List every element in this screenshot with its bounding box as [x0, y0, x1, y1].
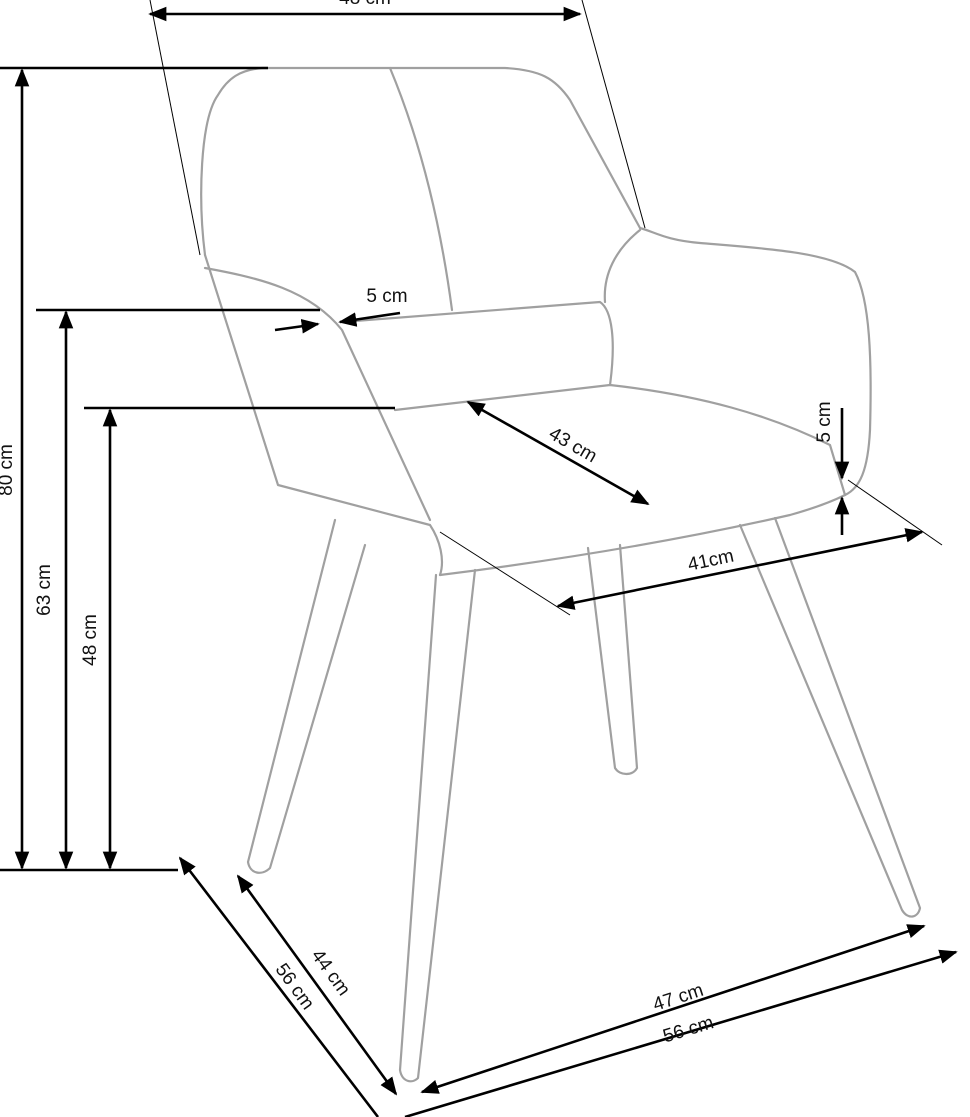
back-seam [388, 66, 454, 312]
dim-total-depth [178, 856, 380, 1117]
leg-back-right [586, 543, 639, 776]
right-arm [638, 226, 872, 497]
seat-back [393, 383, 847, 497]
label-total-width: 48 cm [339, 0, 391, 9]
label-armrest-thickness: 5 cm [366, 286, 407, 307]
label-seat-height: 48 cm [80, 614, 101, 666]
seat-front [438, 493, 847, 577]
label-armrest-height: 63 cm [34, 564, 55, 616]
chair-outline [200, 66, 922, 1083]
back-cushion [340, 300, 614, 387]
dim-total-width-base [404, 949, 958, 1117]
dim-leg-width [420, 924, 926, 1094]
label-total-height: 80 cm [0, 444, 17, 496]
leg-back-left [246, 518, 367, 874]
dim-seat-width [556, 528, 924, 610]
leg-front-left [398, 568, 477, 1083]
leg-front-right [738, 516, 922, 918]
label-total-width-base: 56 cm [661, 1012, 717, 1047]
label-leg-width: 47 cm [650, 980, 706, 1016]
left-arm-inner [203, 266, 432, 522]
dimension-labels: 48 cm 80 cm 63 cm 48 cm 5 cm 43 cm 5 cm … [0, 0, 835, 1047]
left-side [203, 253, 444, 577]
label-leg-depth: 44 cm [307, 946, 354, 1000]
label-seat-thickness: 5 cm [814, 401, 835, 442]
dim-seat-depth [466, 400, 650, 506]
right-arm-inner [603, 228, 642, 304]
dim-leg-depth [236, 874, 398, 1096]
dim-armrest-thickness [338, 311, 401, 327]
backrest [200, 66, 642, 257]
